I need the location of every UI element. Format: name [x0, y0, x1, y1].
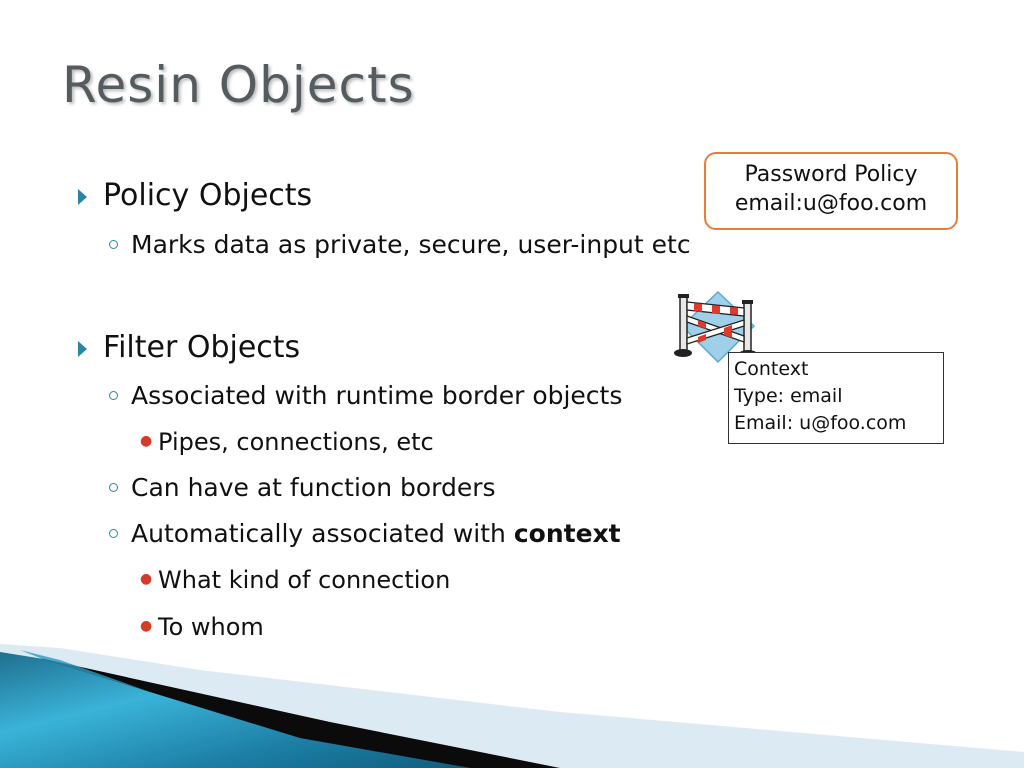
road-barrier-icon [674, 290, 757, 364]
policy-line-2: email:u@foo.com [734, 191, 928, 216]
bullet-policy-objects: Policy Objects [103, 178, 313, 213]
triangle-bullet-icon [78, 341, 87, 357]
dot-bullet-icon: ● [140, 571, 153, 587]
bullet-filter-sub3-item1: What kind of connection [158, 566, 451, 594]
bullet-filter-objects: Filter Objects [103, 330, 301, 365]
bullet-filter-sub1-item: Pipes, connections, etc [158, 428, 434, 456]
triangle-bullet-icon [78, 189, 87, 205]
slide-title: Resin Objects [62, 56, 415, 114]
context-box: Context Type: email Email: u@foo.com [728, 352, 944, 444]
circle-bullet-icon [109, 391, 118, 400]
bullet-filter-sub3: Automatically associated with context [131, 521, 621, 546]
policy-line-1: Password Policy [744, 162, 918, 187]
decorative-swoosh [0, 644, 1024, 768]
bullet-filter-sub3-bold: context [513, 519, 621, 548]
context-line-3: Email: u@foo.com [734, 412, 907, 434]
password-policy-box: Password Policy email:u@foo.com [704, 152, 958, 230]
bullet-policy-sub: Marks data as private, secure, user-inpu… [131, 230, 691, 259]
circle-bullet-icon [109, 483, 118, 492]
bullet-filter-sub2: Can have at function borders [131, 473, 496, 502]
bullet-filter-sub3-prefix: Automatically associated with [131, 519, 514, 548]
dot-bullet-icon: ● [140, 618, 153, 634]
context-line-2: Type: email [734, 385, 843, 407]
circle-bullet-icon [109, 240, 118, 249]
circle-bullet-icon [109, 529, 118, 538]
bullet-filter-sub1: Associated with runtime border objects [131, 381, 623, 410]
context-line-1: Context [734, 358, 809, 380]
bullet-filter-sub3-item2: To whom [158, 613, 264, 641]
dot-bullet-icon: ● [140, 433, 153, 449]
